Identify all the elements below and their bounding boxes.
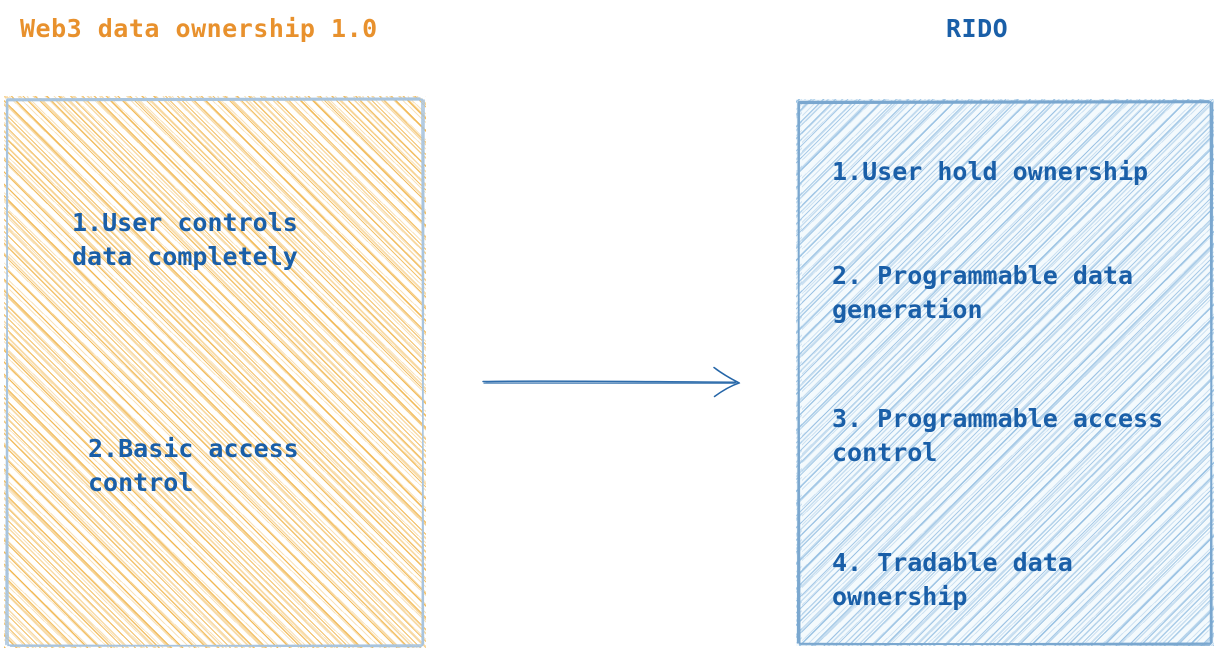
- list-item: 2. Programmable data generation: [832, 261, 1134, 324]
- list-item: 3. Programmable access control: [832, 404, 1164, 467]
- list-item: 2.Basic access control: [88, 434, 299, 497]
- right-box[interactable]: 1.User hold ownership 2. Programmable da…: [796, 99, 1214, 646]
- list-item: 1.User hold ownership: [832, 157, 1149, 186]
- left-box-hatch-fill: [4, 96, 426, 648]
- left-box-item-list: 1.User controls data completely 2.Basic …: [4, 96, 426, 648]
- left-box[interactable]: 1.User controls data completely 2.Basic …: [4, 96, 426, 648]
- flow-arrow-icon: [482, 366, 741, 398]
- left-box-title: Web3 data ownership 1.0: [20, 14, 378, 43]
- list-item: 4. Tradable data ownership: [832, 548, 1073, 611]
- right-box-item-list: 1.User hold ownership 2. Programmable da…: [796, 99, 1214, 646]
- list-item: 1.User controls data completely: [72, 208, 298, 271]
- right-box-title: RIDO: [946, 14, 1009, 43]
- right-box-hatch-fill: [796, 99, 1214, 646]
